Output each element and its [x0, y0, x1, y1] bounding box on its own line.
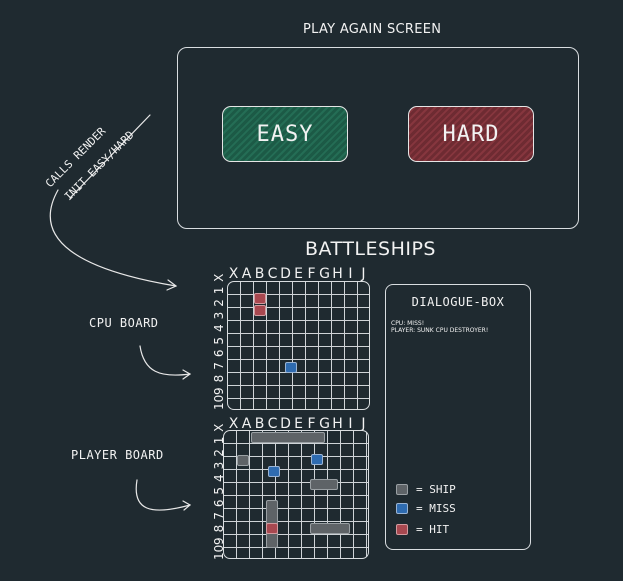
column-label: J: [361, 416, 366, 432]
column-label: C: [267, 266, 278, 282]
cpu-row-labels: 109 8 7 6 5 4 3 2 1 X: [212, 271, 226, 410]
column-label: E: [294, 416, 303, 432]
dialogue-log-line: PLAYER: SUNK CPU DESTROYER!: [391, 327, 489, 334]
column-label: D: [280, 416, 291, 432]
dialogue-box: DIALOGUE-BOX CPU: MISS! PLAYER: SUNK CPU…: [385, 284, 531, 550]
player-ship-cell: [237, 455, 249, 466]
column-label: B: [254, 266, 265, 282]
player-miss-cell: [311, 454, 323, 465]
row-label: X: [212, 273, 226, 282]
legend-ship-label: = SHIP: [416, 483, 456, 496]
hard-button[interactable]: HARD: [408, 106, 534, 162]
cpu-hit-cell: [254, 305, 266, 316]
row-label: 10: [212, 394, 226, 410]
calls-render-arrow: [49, 189, 177, 287]
column-label: A: [241, 266, 252, 282]
hit-swatch-icon: [396, 524, 408, 535]
legend-ship: = SHIP: [396, 483, 456, 496]
cpu-board-label: CPU BOARD: [89, 316, 159, 330]
column-label: C: [267, 416, 278, 432]
row-label: 7: [212, 362, 226, 370]
row-label: 3: [212, 311, 226, 320]
cpu-board-arrow: [139, 345, 191, 376]
column-label: F: [307, 416, 316, 432]
column-label: H: [332, 266, 343, 282]
column-label: D: [280, 266, 291, 282]
player-board[interactable]: [223, 430, 369, 559]
player-ship-cell: [251, 432, 325, 443]
column-label: H: [332, 416, 343, 432]
row-label: 5: [212, 336, 226, 345]
calls-render-underline: [69, 114, 151, 199]
row-label: 6: [212, 349, 226, 358]
game-title: BATTLESHIPS: [305, 238, 436, 260]
column-label: X: [228, 416, 239, 432]
play-again-title: PLAY AGAIN SCREEN: [303, 22, 442, 37]
cpu-miss-cell: [285, 362, 297, 373]
play-again-panel: EASY HARD: [177, 47, 579, 229]
row-label: 9: [212, 387, 226, 395]
cpu-board[interactable]: [227, 281, 370, 410]
player-hit-cell: [266, 523, 278, 534]
ship-swatch-icon: [396, 484, 408, 495]
player-ship-cell: [310, 479, 338, 490]
legend-hit: = HIT: [396, 523, 449, 536]
column-label: X: [228, 266, 239, 282]
player-ship-cell: [310, 523, 350, 534]
miss-swatch-icon: [396, 503, 408, 514]
column-label: F: [307, 266, 316, 282]
column-label: I: [348, 266, 353, 282]
player-miss-cell: [268, 466, 280, 477]
legend-hit-label: = HIT: [416, 523, 450, 536]
column-label: B: [254, 416, 265, 432]
column-label: J: [361, 266, 366, 282]
column-label: G: [319, 416, 330, 432]
cpu-hit-cell: [254, 293, 266, 304]
row-label: 8: [212, 374, 226, 383]
row-label: 2: [212, 299, 226, 307]
legend-miss: = MISS: [396, 502, 456, 515]
column-label: E: [294, 266, 303, 282]
dialogue-box-title: DIALOGUE-BOX: [411, 295, 505, 309]
dialogue-log-line: CPU: MISS!: [391, 320, 425, 327]
column-label: I: [348, 416, 353, 432]
row-label: 4: [212, 324, 226, 332]
row-label: 1: [212, 286, 226, 295]
column-label: G: [319, 266, 330, 282]
player-board-arrow: [135, 479, 191, 511]
easy-button[interactable]: EASY: [222, 106, 348, 162]
player-board-label: PLAYER BOARD: [71, 448, 164, 462]
legend-miss-label: = MISS: [416, 502, 456, 515]
column-label: A: [241, 416, 252, 432]
